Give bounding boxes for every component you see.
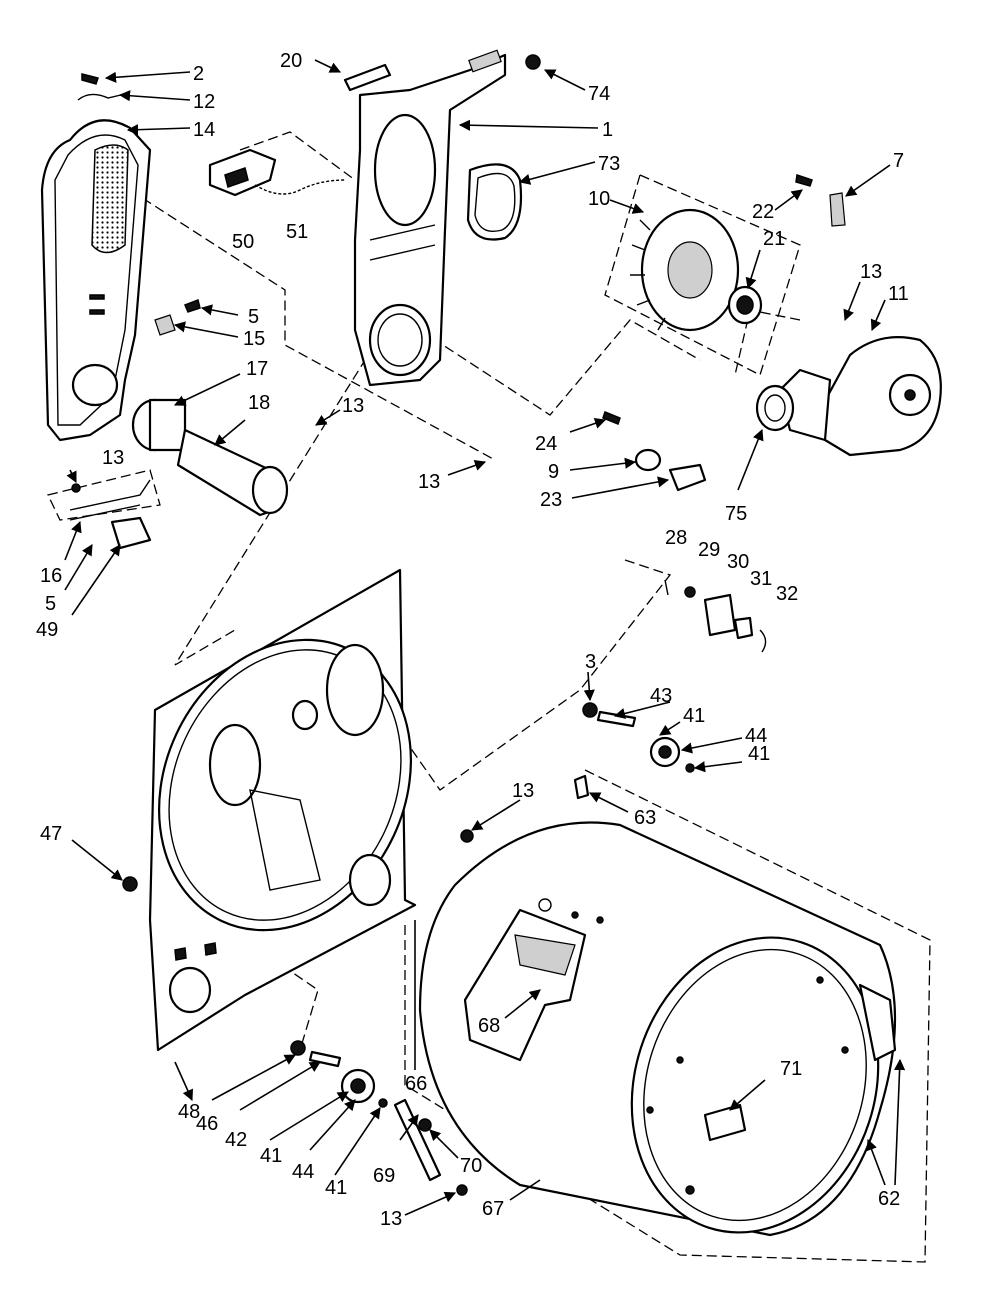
nut-74-icon (525, 54, 541, 70)
callout-66: 66 (405, 1073, 427, 1095)
connector-50-icon (208, 148, 277, 197)
clip-15-icon (154, 314, 176, 336)
callout-5: 5 (45, 593, 56, 615)
hub-21-icon (727, 285, 763, 325)
drum-67 (418, 821, 897, 1237)
callout-69: 69 (373, 1165, 395, 1187)
callout-11: 11 (888, 283, 909, 305)
bracket-20-icon (343, 63, 392, 92)
callout-labels: 2 12 14 20 74 1 73 7 10 22 21 13 11 50 5… (36, 50, 909, 1230)
callout-13: 13 (342, 395, 364, 417)
callout-20: 20 (280, 50, 302, 72)
slot-icon (89, 309, 105, 315)
callout-3: 3 (585, 651, 596, 673)
blower-housing-1 (353, 49, 507, 387)
slot-icon (89, 294, 105, 300)
clip-7-icon (829, 192, 846, 227)
callout-22: 22 (752, 201, 774, 223)
callout-10: 10 (588, 188, 610, 210)
leader-lines (64, 59, 906, 1216)
callout-31: 31 (750, 568, 772, 590)
callout-41: 41 (748, 743, 770, 765)
callout-44: 44 (745, 725, 767, 747)
callout-7: 7 (893, 150, 904, 172)
callout-73: 73 (598, 153, 620, 175)
gasket-73-icon (466, 163, 523, 241)
callout-51: 51 (286, 221, 308, 243)
callout-21: 21 (763, 228, 785, 250)
nut-47-icon (122, 876, 138, 892)
callout-16: 16 (40, 565, 62, 587)
callout-17: 17 (246, 358, 268, 380)
assembly-lines (47, 131, 931, 1263)
callout-29: 29 (698, 539, 720, 561)
callout-13: 13 (102, 447, 124, 469)
callout-42: 42 (225, 1129, 247, 1151)
screw-5-icon (184, 298, 201, 313)
callout-43: 43 (650, 685, 672, 707)
callout-30: 30 (727, 551, 749, 573)
callout-71: 71 (780, 1058, 802, 1080)
bracket-16-icon (69, 479, 151, 521)
callout-49: 49 (36, 619, 58, 641)
rear-bulkhead-48 (148, 568, 417, 1052)
callout-12: 12 (193, 91, 215, 113)
callout-28: 28 (665, 527, 687, 549)
callout-47: 47 (40, 823, 62, 845)
callout-41: 41 (325, 1177, 347, 1199)
screw-2-icon (81, 73, 99, 85)
callout-46: 46 (196, 1113, 218, 1135)
callout-24: 24 (535, 433, 557, 455)
callout-13: 13 (860, 261, 882, 283)
callout-2: 2 (193, 63, 204, 85)
callout-14: 14 (193, 119, 215, 141)
bearing-9-icon (634, 448, 662, 472)
callout-70: 70 (460, 1155, 482, 1177)
nut-13e-icon (460, 829, 474, 843)
hose-51-icon (254, 179, 346, 195)
pulley-group-lower-icon (290, 1040, 468, 1196)
callout-5: 5 (248, 306, 259, 328)
clip-12-icon (77, 93, 126, 101)
duct-17-icon (131, 398, 187, 452)
thermostat-49-icon (110, 516, 152, 550)
callout-41: 41 (260, 1145, 282, 1167)
screw-22-icon (795, 174, 813, 187)
callout-15: 15 (243, 328, 265, 350)
screw-24-icon (602, 411, 621, 425)
callout-13: 13 (418, 471, 440, 493)
bracket-23-icon (668, 463, 707, 492)
callout-44: 44 (292, 1161, 314, 1183)
callout-1: 1 (602, 119, 613, 141)
callout-48: 48 (178, 1101, 200, 1123)
idler-group-icon (664, 579, 767, 653)
callout-67: 67 (482, 1198, 504, 1220)
clip-63-icon (573, 774, 590, 800)
housing-cover-11 (755, 336, 942, 457)
callout-75: 75 (725, 503, 747, 525)
callout-68: 68 (478, 1015, 500, 1037)
callout-13: 13 (380, 1208, 402, 1230)
lint-duct-18-icon (176, 428, 289, 517)
callout-18: 18 (248, 392, 270, 414)
pulley-group-upper-icon (582, 702, 695, 773)
callout-13: 13 (512, 780, 534, 802)
callout-50: 50 (232, 231, 254, 253)
callout-62: 62 (878, 1188, 900, 1210)
blower-wheel-10-icon (604, 174, 801, 376)
callout-74: 74 (588, 83, 610, 105)
front-lint-panel (40, 119, 152, 442)
callout-63: 63 (634, 807, 656, 829)
callout-41: 41 (683, 705, 705, 727)
callout-32: 32 (776, 583, 798, 605)
callout-9: 9 (548, 461, 559, 483)
callout-23: 23 (540, 489, 562, 511)
